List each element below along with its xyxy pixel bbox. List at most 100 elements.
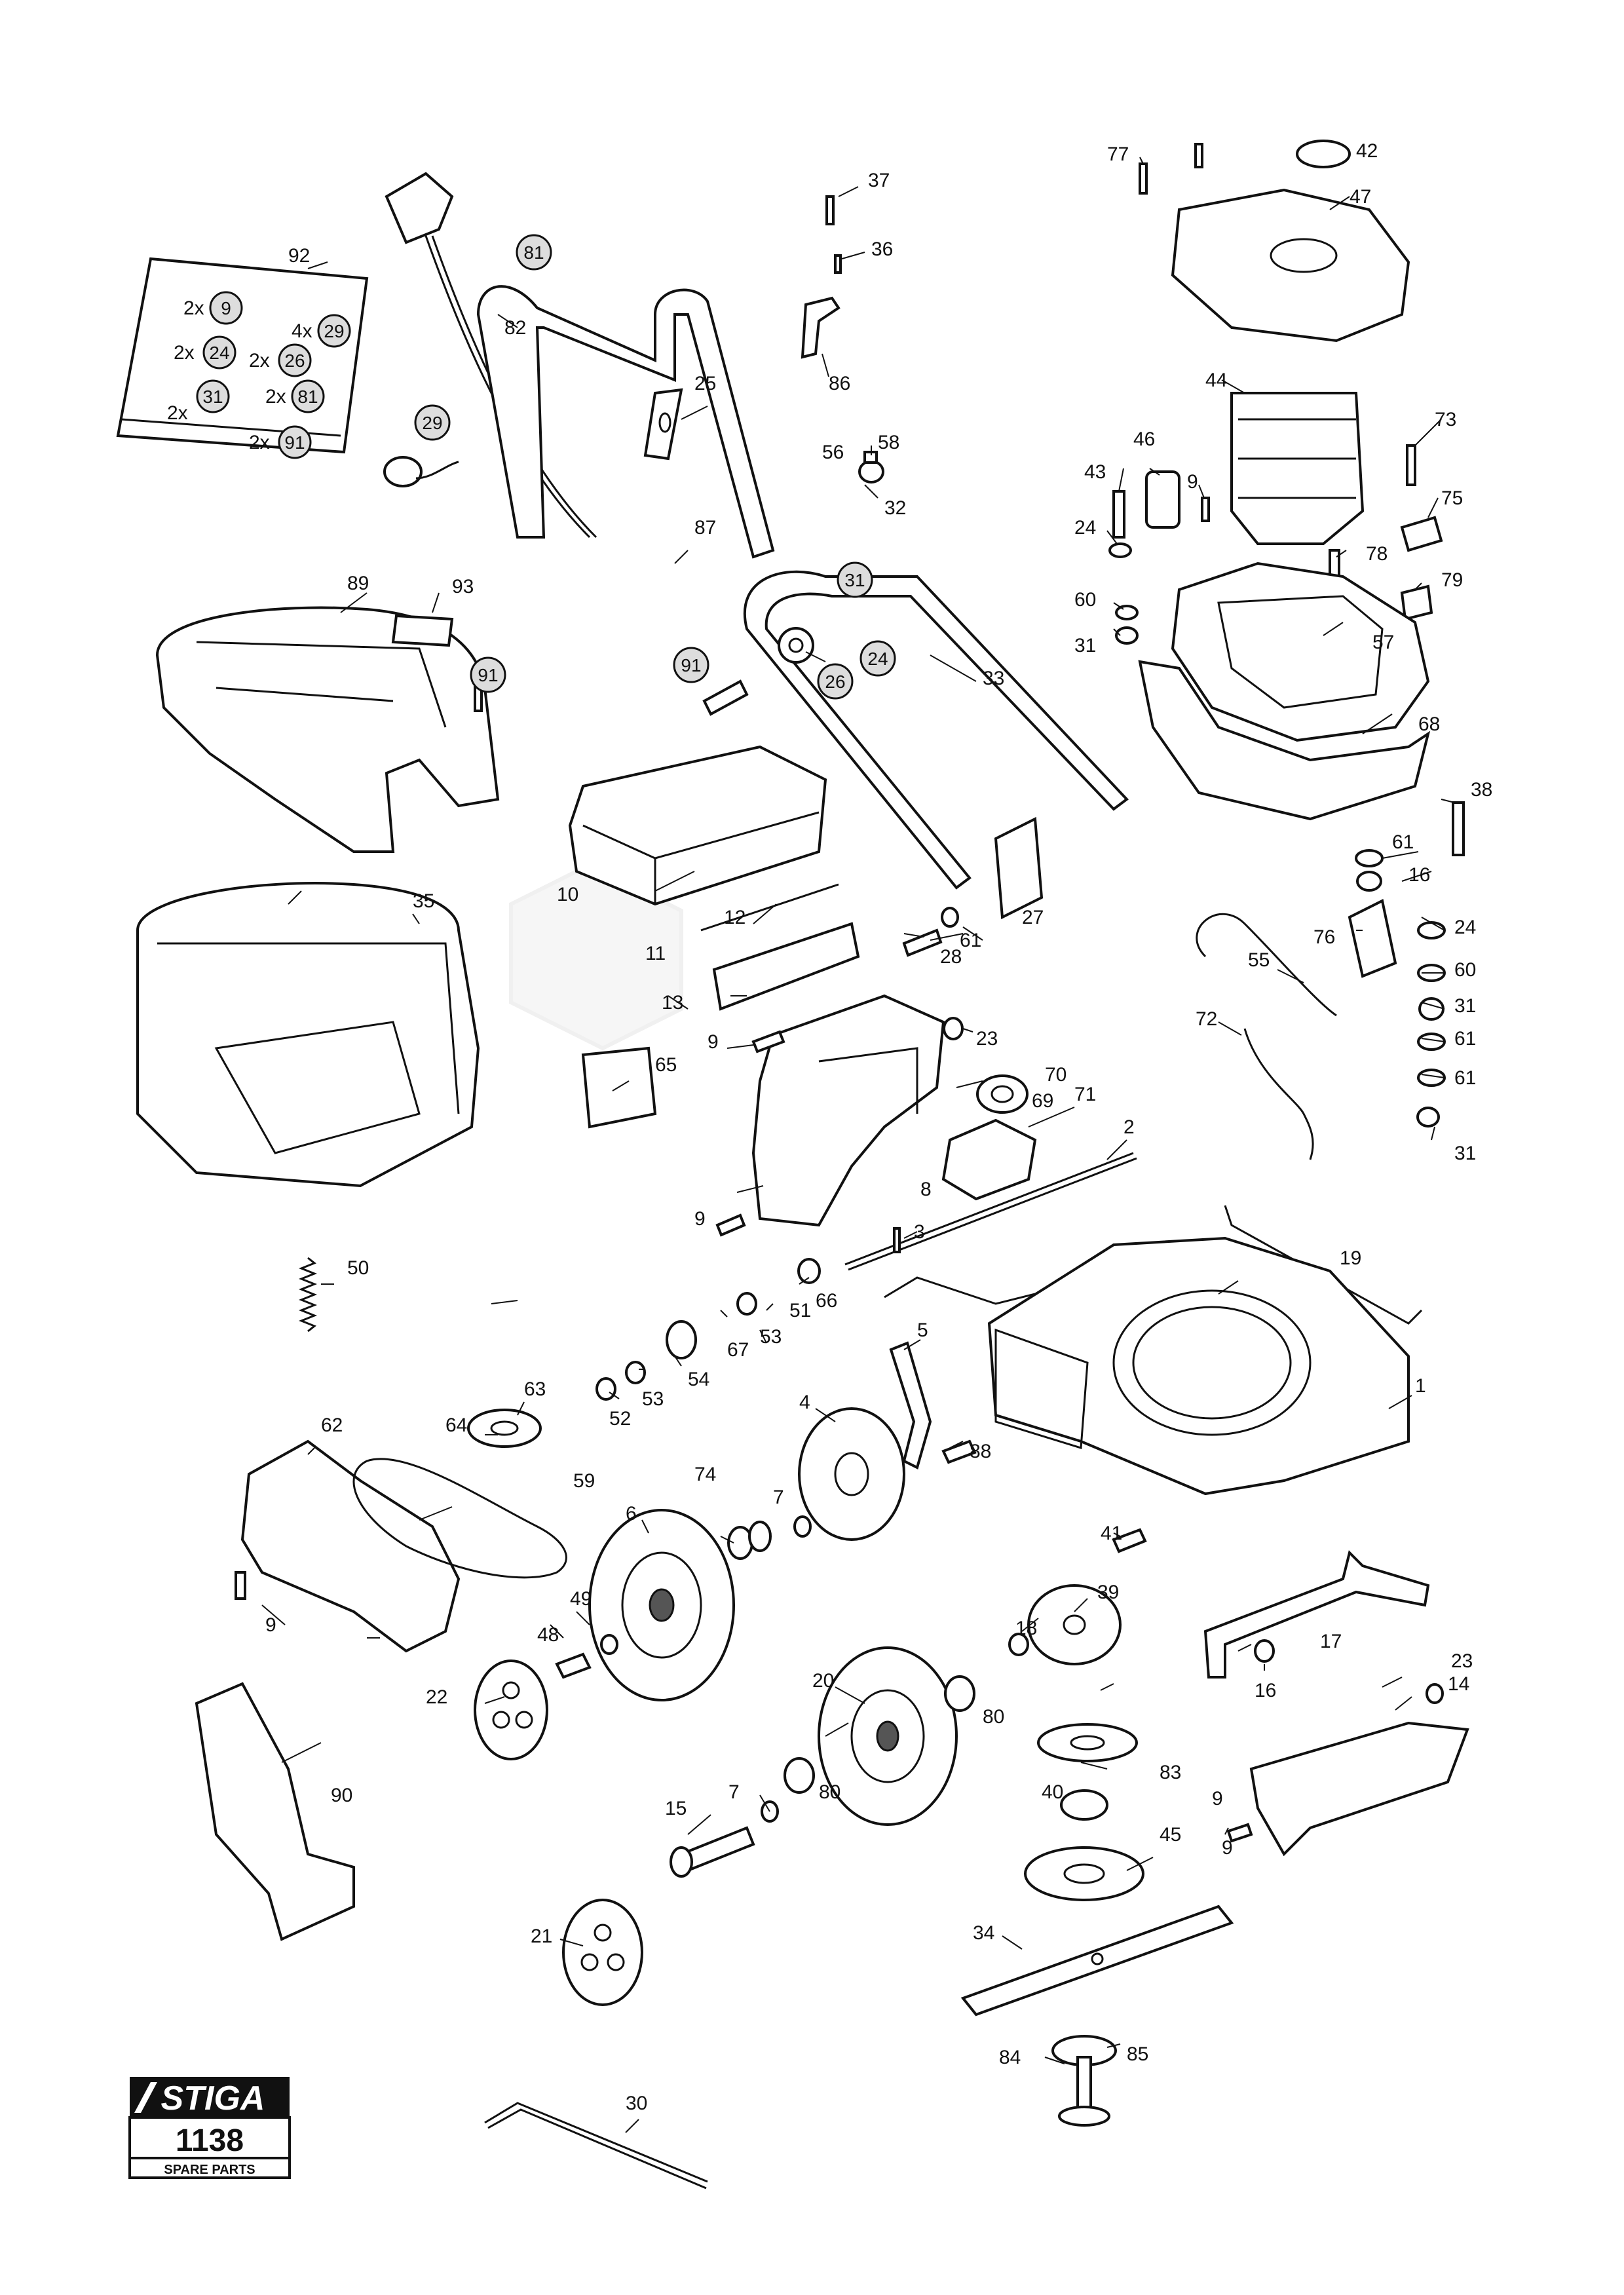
callout-45: 45 <box>1160 1824 1181 1846</box>
nut-23a <box>943 1017 964 1040</box>
callout-62: 62 <box>321 1414 343 1436</box>
warning-label <box>391 614 454 647</box>
washer-52 <box>595 1377 616 1401</box>
callout-27: 27 <box>1022 907 1044 928</box>
brand-logo: STIGA <box>161 2079 265 2117</box>
handle-knob <box>778 627 814 664</box>
svg-text:9: 9 <box>221 298 231 318</box>
svg-text:2x: 2x <box>183 297 204 319</box>
rear-cover <box>751 994 945 1227</box>
callout-20: 20 <box>812 1670 834 1692</box>
screw-9d <box>1201 497 1210 522</box>
callout-72: 72 <box>1196 1008 1217 1030</box>
tension-spring <box>298 1257 318 1333</box>
handle-bolt <box>702 679 749 716</box>
callout-87: 87 <box>694 517 716 539</box>
circled-callout-91b: 91 <box>673 647 709 683</box>
kit-item-24: 2x 24 <box>174 335 236 370</box>
callout-88: 88 <box>970 1441 991 1462</box>
brand-block: STIGA 1138 SPARE PARTS <box>128 2077 291 2179</box>
callout-37: 37 <box>868 170 890 191</box>
callout-50: 50 <box>347 1257 369 1279</box>
rear-hood <box>155 606 500 853</box>
bushing-16a <box>1254 1639 1275 1663</box>
motor-cover <box>1171 188 1410 343</box>
callout-3: 3 <box>914 1221 925 1243</box>
pin-37 <box>825 195 835 225</box>
callout-11: 11 <box>645 943 666 964</box>
top-cap <box>1296 140 1351 168</box>
callout-60a: 60 <box>1074 589 1096 611</box>
motor-skirt <box>1138 660 1431 821</box>
nut-31c <box>1416 1107 1440 1128</box>
svg-text:2x: 2x <box>249 432 270 453</box>
wheel-bolt-48 <box>555 1652 592 1679</box>
bolt-38 <box>1452 801 1465 856</box>
svg-text:91: 91 <box>284 432 305 453</box>
front-hub-cap <box>562 1899 643 2006</box>
fastener-kit-bag <box>116 257 369 454</box>
capacitor <box>1145 470 1180 529</box>
front-axle-bolt <box>670 1826 755 1878</box>
callout-55: 55 <box>1248 949 1270 971</box>
callout-83: 83 <box>1160 1762 1181 1783</box>
callout-68: 68 <box>1418 713 1440 735</box>
callout-31a: 31 <box>1074 635 1096 656</box>
callout-60b: 60 <box>1454 959 1476 981</box>
callout-54: 54 <box>688 1369 709 1390</box>
callout-46: 46 <box>1133 428 1155 450</box>
motor-housing <box>1171 561 1430 742</box>
svg-text:2x: 2x <box>167 402 188 424</box>
nut-23b <box>1426 1683 1444 1704</box>
svg-text:26: 26 <box>825 672 845 692</box>
wheel-bushings <box>727 1521 772 1560</box>
callout-23a: 23 <box>976 1028 998 1050</box>
cable-guide <box>643 388 683 461</box>
callout-59: 59 <box>573 1470 595 1492</box>
rear-flap <box>1249 1721 1469 1857</box>
washer-49 <box>600 1634 618 1655</box>
callout-34: 34 <box>973 1922 994 1944</box>
callout-84: 84 <box>999 2047 1021 2068</box>
callout-53a: 53 <box>642 1388 664 1410</box>
callout-70: 70 <box>1045 1064 1067 1086</box>
callout-77: 77 <box>1107 143 1129 165</box>
electric-motor <box>1230 392 1365 545</box>
cable-clamp <box>1400 516 1443 552</box>
connector-bar <box>700 883 860 1011</box>
nut-31a <box>1115 626 1139 645</box>
screw-77b <box>1194 143 1203 168</box>
callout-4: 4 <box>799 1392 810 1413</box>
front-wheel <box>818 1646 958 1826</box>
leader-lines <box>261 151 1455 2133</box>
svg-text:91: 91 <box>681 655 701 675</box>
callout-38: 38 <box>1471 779 1492 801</box>
cooling-fan <box>1024 1846 1144 1901</box>
blade-bolt-84 <box>1058 2056 1110 2127</box>
callout-30: 30 <box>626 2093 647 2114</box>
callout-75: 75 <box>1441 487 1463 509</box>
callout-9f: 9 <box>1212 1788 1223 1810</box>
callout-53b: 53 <box>760 1326 782 1348</box>
gearbox <box>941 1118 1037 1201</box>
callout-43: 43 <box>1084 461 1106 483</box>
bushing-16b <box>1356 871 1382 892</box>
kit-item-31: 31 2x <box>167 379 230 424</box>
washer-61a <box>1355 849 1384 867</box>
svg-text:29: 29 <box>324 321 344 341</box>
cover-plate-79 <box>1400 584 1433 621</box>
callout-71: 71 <box>1074 1084 1096 1105</box>
svg-text:2x: 2x <box>265 386 286 408</box>
callout-61a: 61 <box>1392 831 1414 853</box>
switch-lever-cable <box>385 172 597 539</box>
cutting-blade <box>960 1905 1234 2017</box>
callout-21: 21 <box>531 1925 552 1947</box>
screw-9b <box>715 1213 746 1237</box>
callout-25: 25 <box>694 373 716 394</box>
callout-7b: 7 <box>728 1781 740 1803</box>
discharge-flap <box>195 1682 355 1941</box>
callout-6: 6 <box>626 1503 637 1525</box>
kit-item-91: 2x 91 <box>249 425 312 459</box>
callout-28: 28 <box>940 946 962 968</box>
